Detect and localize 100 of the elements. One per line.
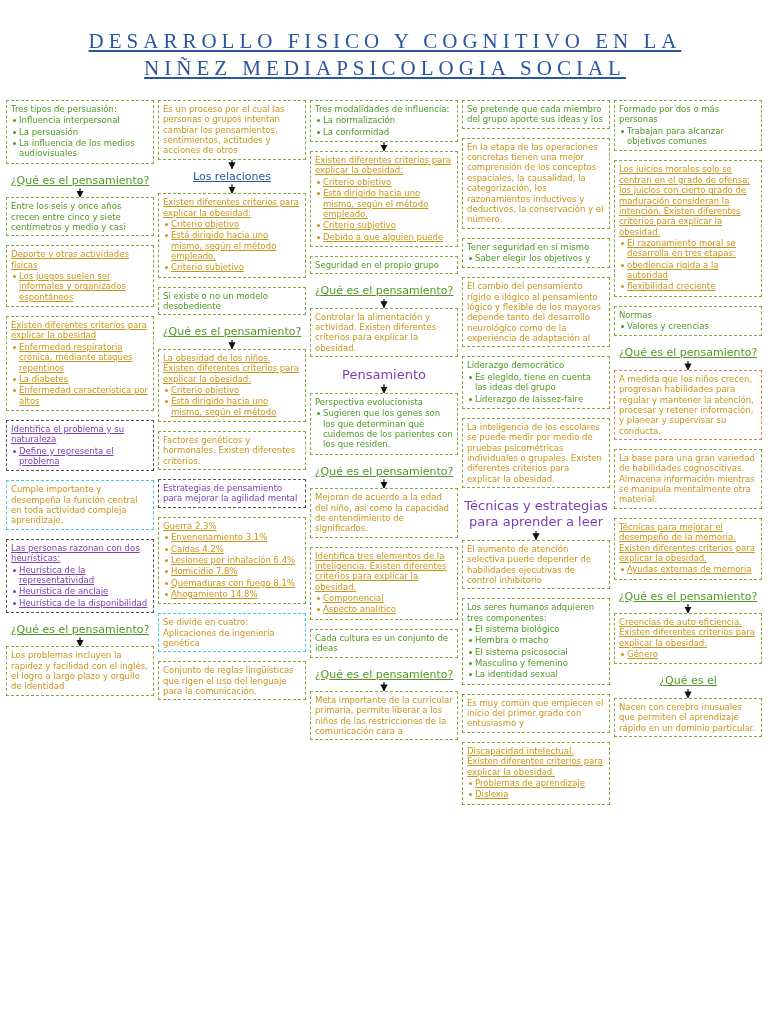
list-item: Hembra o macho bbox=[467, 635, 605, 646]
note-box: En la etapa de las operaciones concretas tienen una mejor comprensión de los conceptos espaciales, la causalidad, la categorización, los razonamientos inductivos y deductivos, la conservación y el número. bbox=[462, 137, 610, 229]
note-box: Es un proceso por el cual las personas o grupos intentan cambiar los pensamientos, sentimientos, actitudes y acciones de otros bbox=[158, 100, 306, 160]
list-item: Heurística de la representatividad bbox=[11, 564, 149, 586]
note-box bbox=[310, 546, 458, 620]
note-box: El aumento de atención selectiva puede depender de habilidades ejecutivas de control inhibitorio bbox=[462, 539, 610, 590]
note-box: Factores genéticos y hormonales. Existen diferentes criterios. bbox=[158, 431, 306, 471]
note-box: Es muy común que empiecen el inicio del primer grado con entusiasmo y bbox=[462, 693, 610, 733]
list-item: Criterio objetivo bbox=[163, 218, 301, 230]
list-item: La diabetes bbox=[11, 373, 149, 385]
note-heading: Perspectiva evolucionista bbox=[315, 397, 425, 408]
list-item: Los juegos suelen ser informales y organizados espontáneos bbox=[11, 271, 149, 303]
note-heading: Normas bbox=[619, 309, 653, 321]
note-box: Mejoran de acuerdo a la edad del niño, así como la capacidad de entendimiento de significados. bbox=[310, 488, 458, 538]
note-heading: Los juicios morales solo se centran en el grado de ofensa; los juicios con cierto grado de maduración consideran la intención. Existen diferentes criterios para explicar la obesidad. bbox=[619, 164, 752, 237]
question-heading: ¿Qué es el pensamiento? bbox=[313, 666, 455, 682]
list-item: El sistema psicosocial bbox=[467, 646, 605, 657]
note-heading: Existen diferentes criterios para explicar la obesidad: bbox=[315, 155, 453, 176]
list-item: flexibilidad creciente bbox=[619, 281, 757, 292]
list-item: Ahogamiento 14.8% bbox=[163, 588, 301, 600]
list-item: Criterio objetivo bbox=[163, 384, 301, 396]
list-item: Género bbox=[619, 649, 757, 660]
arrow bbox=[228, 183, 236, 194]
list-item: Problemas de aprendizaje bbox=[467, 777, 605, 789]
note-heading: Formado por dos o más personas bbox=[619, 104, 721, 125]
note-box bbox=[6, 245, 154, 308]
list-item: Lesiones por inhalación 6.4% bbox=[163, 554, 301, 566]
note-box bbox=[462, 598, 610, 685]
note-heading: Tener seguridad en sí mismo bbox=[467, 241, 591, 252]
list-item: Saber elegir los objetivos y bbox=[467, 252, 605, 264]
list-item: Heurística de anclaje bbox=[11, 586, 149, 597]
note-box: Los problemas incluyen la rapidez y facilidad con el inglés, el logro a largo plazo y orgullo de identidad bbox=[6, 646, 154, 696]
topic-heading: Los relaciones bbox=[191, 168, 272, 185]
list-item: Está dirigido hacia uno mismo, según el método empleado. bbox=[315, 188, 453, 220]
note-box bbox=[310, 100, 458, 143]
note-heading: Creencias de auto eficiencia. Existen diferentes criterios para explicar la obesidad. bbox=[619, 617, 757, 649]
list-item: Envenenamiento 3.1% bbox=[163, 532, 301, 543]
list-item: El sistema biológico bbox=[467, 623, 605, 635]
note-box: La base para una gran variedad de habilidades cognoscitivas. Almacena información mientras se manipula mentalmente otra material. bbox=[614, 449, 762, 509]
list-item: Criterio objetivo bbox=[315, 176, 453, 188]
note-box bbox=[462, 356, 610, 409]
note-box bbox=[614, 613, 762, 665]
list-item: Está dirigido hacia uno mismo, según el método bbox=[163, 396, 301, 417]
question-heading: ¿Qué es el pensamiento? bbox=[313, 283, 455, 299]
list-item: Enfermedad característica por altos bbox=[11, 385, 149, 406]
question-heading: ¿Qué es el pensamiento? bbox=[9, 622, 151, 638]
list-item: Masculino y femenino bbox=[467, 658, 605, 669]
note-heading: Existen diferentes criterios para explicar la obesidad: bbox=[163, 197, 301, 218]
note-heading: Identifica el problema y su naturaleza bbox=[11, 423, 126, 445]
list-item: Liderazgo de laissez-faire bbox=[467, 393, 605, 404]
note-heading: Los seres humanos adquieren tres componentes: bbox=[467, 602, 596, 623]
note-box bbox=[6, 316, 154, 411]
note-box: Meta importante de la curricular primaria, permite liberar a los niños de las restricciones de la comunicación cara a bbox=[310, 690, 458, 741]
note-box bbox=[614, 305, 762, 337]
note-heading: Técnicas para mejorar el desempeño de la memoria. Existen diferentes criterios para explicar la obesidad. bbox=[619, 521, 757, 564]
question-heading: ¿Qué es el pensamiento? bbox=[9, 172, 151, 189]
note-box bbox=[614, 160, 762, 297]
note-box: Controlar la alimentación y actividad. Existen diferentes criterios para explicar la obesidad. bbox=[310, 307, 458, 358]
question-heading: ¿Qué es el pensamiento? bbox=[617, 345, 759, 361]
list-item: Influencia interpersonal bbox=[11, 115, 149, 126]
note-box bbox=[6, 538, 154, 613]
list-item: Componencial bbox=[315, 593, 453, 604]
list-item: Es elegido, tiene en cuenta las ideas del grupo bbox=[467, 371, 605, 393]
arrow bbox=[76, 187, 84, 198]
arrow bbox=[380, 141, 388, 152]
arrow bbox=[380, 681, 388, 692]
note-box bbox=[6, 100, 154, 164]
note-box bbox=[462, 237, 610, 269]
list-item: La influencia de los medios audiovisuales bbox=[11, 138, 149, 159]
topic-heading: Técnicas y estrategias para aprender a leer bbox=[462, 497, 610, 531]
note-heading: Discapacidad intelectual. Existen diferentes criterios para explicar la obesidad. bbox=[467, 745, 605, 777]
note-box: Se divide en cuatro: Aplicaciones de ingeniería genética bbox=[158, 613, 306, 653]
list-item: Está dirigido hacia uno mismo, según el método empleado. bbox=[163, 230, 301, 262]
list-item: Aspecto analítico bbox=[315, 604, 453, 615]
note-heading: Tres tipos de persuasión: bbox=[11, 104, 118, 115]
note-box: Entre los seis y once años crecen entre cinco y siete centímetros y medio y casi bbox=[6, 197, 154, 237]
note-heading: Liderazgo democrático bbox=[467, 360, 566, 371]
list-item: Quemaduras con fuego 8.1% bbox=[163, 577, 301, 588]
arrow bbox=[684, 603, 692, 614]
note-box: Conjunto de reglas lingüísticas que rigen el uso del lenguaje para la comunicación. bbox=[158, 661, 306, 701]
list-item: Criterio subjetivo bbox=[163, 262, 301, 273]
note-box bbox=[310, 151, 458, 247]
arrow bbox=[228, 339, 236, 350]
list-item: El razonamiento moral se desarrolla en tres etapas: bbox=[619, 237, 757, 259]
note-heading: Tres modalidades de influencia: bbox=[315, 104, 451, 115]
list-item: La normalización bbox=[315, 115, 453, 126]
list-item: Trabajan para alcanzar objetivos comunes bbox=[619, 125, 757, 147]
list-item: La identidad sexual bbox=[467, 669, 605, 680]
list-item: Define y representa el problema bbox=[11, 445, 149, 467]
note-box bbox=[310, 393, 458, 455]
list-item: Caídas 4.2% bbox=[163, 543, 301, 554]
note-box: Cada cultura es un conjunto de ideas bbox=[310, 628, 458, 658]
list-item: Valores y creencias bbox=[619, 321, 757, 332]
note-heading: Las personas razonan con dos heurísticas: bbox=[11, 542, 141, 564]
note-box: Si existe o no un modelo desobediente bbox=[158, 286, 306, 316]
list-item: Ayudas externas de memoria bbox=[619, 564, 757, 575]
note-heading: La obesidad de los niños. Existen diferentes criterios para explicar la obesidad. bbox=[163, 352, 301, 384]
note-box: Estrategias de pensamiento para mejorar la agilidad mental bbox=[158, 479, 306, 508]
note-box bbox=[462, 741, 610, 805]
note-box bbox=[158, 348, 306, 422]
